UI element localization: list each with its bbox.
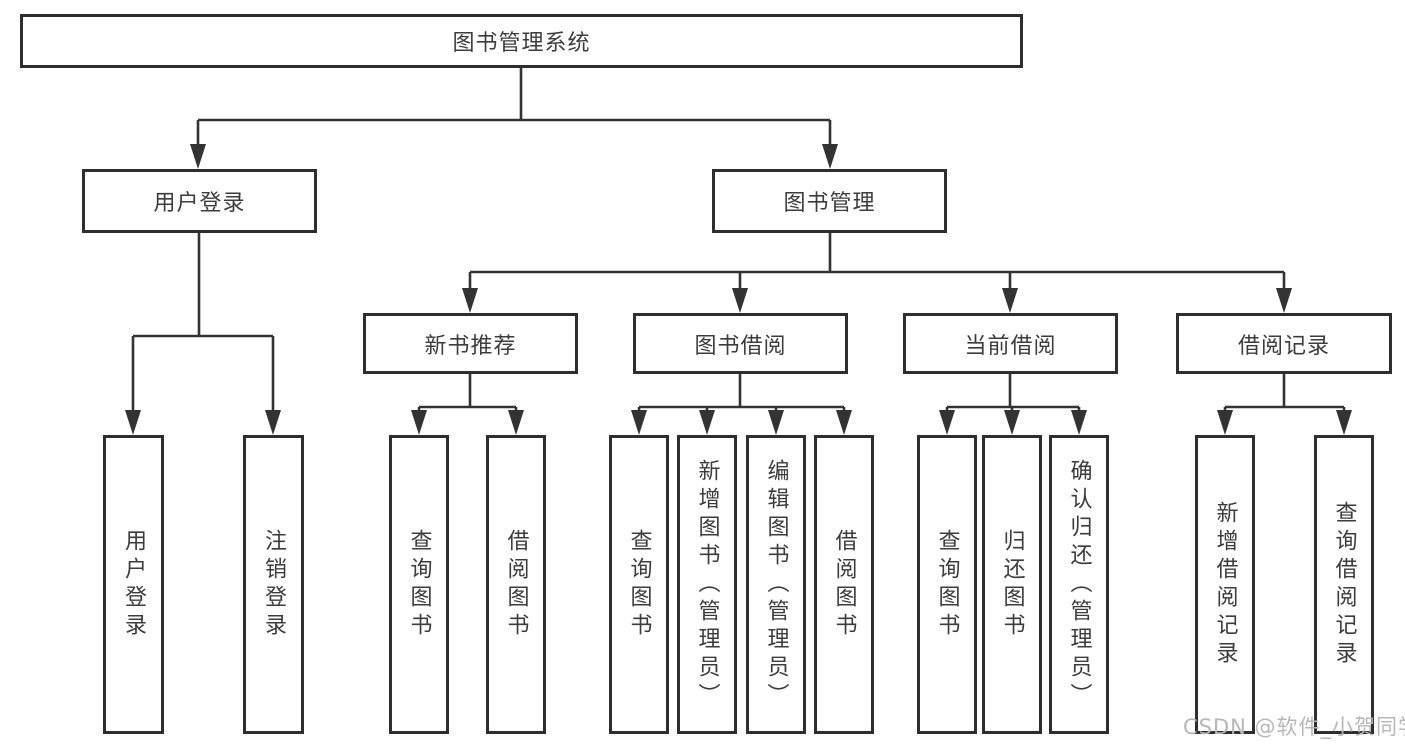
node-root-label: 图书管理系统 [452, 31, 591, 56]
leaf-current-return-books-label: 归还图书 [999, 528, 1025, 641]
node-root: 图书管理系统 [20, 14, 1023, 68]
leaf-current-return-books: 归还图书 [982, 435, 1042, 734]
leaf-records-add-record-label: 新增借阅记录 [1212, 500, 1238, 669]
leaf-records-add-record: 新增借阅记录 [1195, 435, 1255, 734]
leaf-borrowing-query-books: 查询图书 [609, 435, 669, 734]
leaf-borrowing-add-books-admin-label: 新增图书（管理员） [694, 458, 720, 711]
leaf-borrowing-add-books-admin: 新增图书（管理员） [677, 435, 737, 734]
node-new-book-recommend: 新书推荐 [363, 313, 578, 374]
node-book-borrowing: 图书借阅 [633, 313, 848, 374]
leaf-current-confirm-return-admin-label: 确认归还（管理员） [1066, 458, 1092, 711]
leaf-current-query-books-label: 查询图书 [934, 528, 960, 641]
leaf-logout-label: 注销登录 [261, 528, 287, 641]
node-user-login: 用户登录 [82, 169, 317, 233]
leaf-borrowing-borrow-books: 借阅图书 [814, 435, 874, 734]
leaf-user-login: 用户登录 [103, 435, 164, 734]
leaf-records-query-record-label: 查询借阅记录 [1331, 500, 1357, 669]
leaf-borrowing-edit-books-admin: 编辑图书（管理员） [746, 435, 806, 734]
node-current-borrowing: 当前借阅 [903, 313, 1118, 374]
node-new-book-recommend-label: 新书推荐 [424, 333, 517, 359]
node-book-management-label: 图书管理 [783, 191, 876, 216]
node-borrowing-records: 借阅记录 [1176, 313, 1392, 374]
leaf-newbook-query-books: 查询图书 [389, 435, 449, 734]
leaf-newbook-borrow-books-label: 借阅图书 [503, 528, 529, 641]
leaf-records-query-record: 查询借阅记录 [1314, 435, 1374, 734]
leaf-logout: 注销登录 [243, 435, 304, 734]
node-book-management: 图书管理 [712, 169, 947, 233]
leaf-newbook-borrow-books: 借阅图书 [486, 435, 546, 734]
node-borrowing-records-label: 借阅记录 [1237, 333, 1330, 359]
leaf-user-login-label: 用户登录 [121, 528, 147, 641]
leaf-borrowing-borrow-books-label: 借阅图书 [831, 528, 857, 641]
leaf-current-query-books: 查询图书 [917, 435, 977, 734]
node-book-borrowing-label: 图书借阅 [694, 333, 787, 359]
arrowheads [125, 144, 1352, 435]
node-current-borrowing-label: 当前借阅 [964, 333, 1057, 359]
leaf-current-confirm-return-admin: 确认归还（管理员） [1049, 435, 1109, 734]
leaf-borrowing-query-books-label: 查询图书 [626, 528, 652, 641]
leaf-borrowing-edit-books-admin-label: 编辑图书（管理员） [763, 458, 789, 711]
node-user-login-label: 用户登录 [153, 191, 246, 216]
csdn-watermark: CSDN @软件_小贺同学 [1183, 715, 1405, 739]
leaf-newbook-query-books-label: 查询图书 [406, 528, 432, 641]
